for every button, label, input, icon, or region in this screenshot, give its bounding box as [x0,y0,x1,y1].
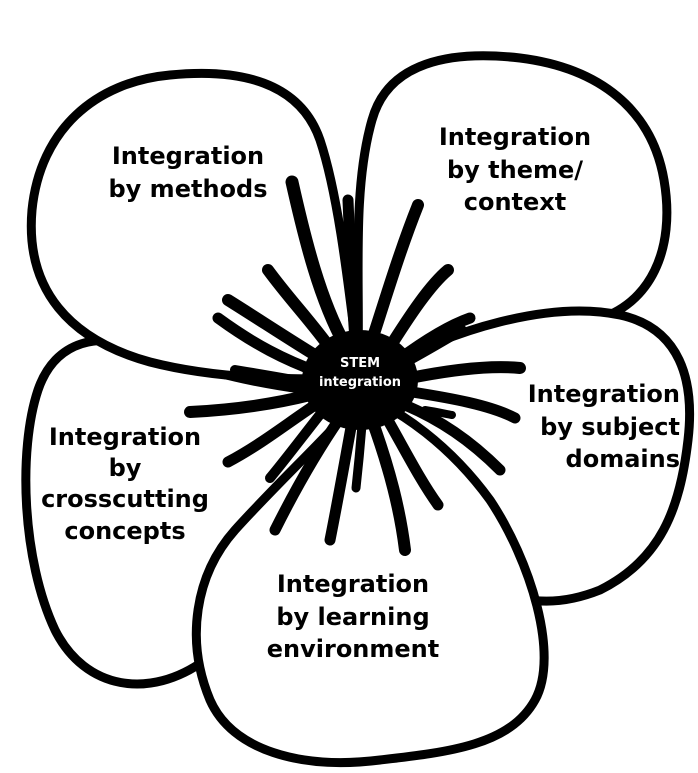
vein [212,312,324,378]
label-line: domains [565,445,680,474]
vein [406,386,521,424]
vein [351,420,367,493]
petal-label-learning-environment: Integration by learning environment [258,568,448,666]
center-label: STEM integration [318,355,402,393]
vein [421,406,456,419]
vein [222,399,321,468]
center-label-line-1: STEM [339,356,381,371]
petal-learning-environment [191,390,549,767]
label-line: context [463,188,567,217]
label-line: concepts [64,516,186,545]
vein [379,409,444,511]
vein [390,325,467,373]
vein [262,264,339,358]
vein [392,312,476,366]
petal-label-methods: Integration by methods [88,140,288,205]
petal-label-subject-domains: Integration by subject domains [500,378,680,476]
vein [184,389,316,418]
label-line: by theme/ [446,155,584,184]
center-label-line-2: integration [318,374,402,390]
flower-center [184,175,526,556]
label-line: Integration [438,123,592,151]
label-line: Integration [527,380,680,408]
label-line: Integration [48,423,202,451]
label-line: by methods [108,174,268,203]
vein [269,412,346,536]
vein [382,264,454,356]
vein [366,414,411,556]
vein [366,199,424,346]
vein [404,361,526,384]
vein [265,407,327,483]
vein [399,399,506,476]
label-line: Integration [111,142,265,170]
vein [324,416,358,546]
vein [230,365,325,390]
petal-methods [26,68,365,384]
vein [285,175,352,352]
vein [222,294,329,366]
label-line: Integration [276,570,430,598]
label-line: environment [266,635,440,664]
label-line: by subject [540,412,680,441]
label-line: by learning [276,602,430,631]
label-line: by [108,454,142,483]
vein [342,194,361,346]
label-line: crosscutting [41,485,209,514]
petal-label-theme-context: Integration by theme/ context [425,121,605,219]
petal-label-crosscutting-concepts: Integration by crosscutting concepts [40,422,210,547]
